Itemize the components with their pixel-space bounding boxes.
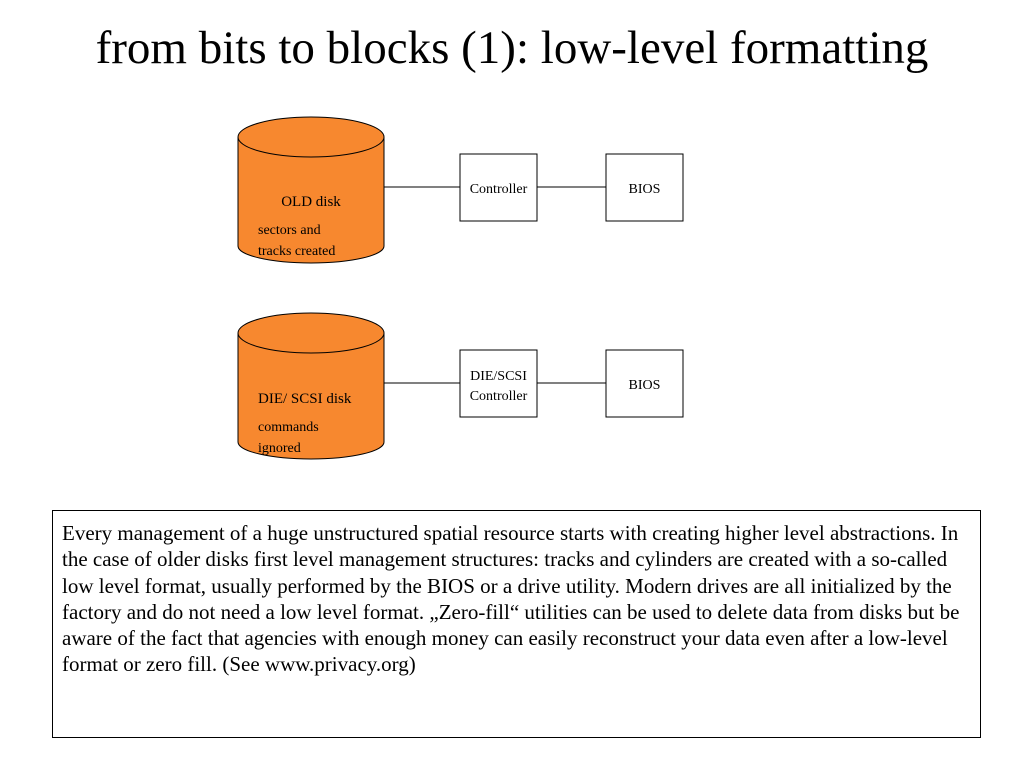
scsi-disk-row: DIE/ SCSI disk commands ignored DIE/SCSI… [237,312,684,460]
old-disk-cylinder: OLD disk sectors and tracks created [237,116,385,264]
slide-title: from bits to blocks (1): low-level forma… [95,22,929,74]
formatting-diagram: OLD disk sectors and tracks created Cont… [237,116,684,460]
old-disk-row: OLD disk sectors and tracks created Cont… [237,116,684,264]
scsi-disk-label: DIE/ SCSI disk [258,391,352,407]
scsi-disk-cylinder-top [237,312,385,354]
bios-label: BIOS [629,182,661,197]
scsi-disk-note-line2: ignored [258,441,301,456]
old-disk-note-line2: tracks created [258,244,335,259]
scsi-bios-box: BIOS [605,349,684,418]
old-disk-cylinder-top [237,116,385,158]
scsi-controller-box: DIE/SCSI Controller [459,349,538,418]
controller-box: Controller [459,153,538,222]
bios-box: BIOS [605,153,684,222]
old-disk-cylinder-body [237,137,385,264]
controller-label: Controller [470,182,528,197]
scsi-controller-label-line2: Controller [470,389,528,404]
scsi-bios-box-frame [605,349,684,418]
old-disk-label: OLD disk [281,194,341,210]
scsi-controller-box-frame [459,349,538,418]
scsi-bios-label: BIOS [629,378,661,393]
scsi-disk-cylinder: DIE/ SCSI disk commands ignored [237,312,385,460]
bios-box-frame [605,153,684,222]
old-disk-note-line1: sectors and [258,223,321,238]
scsi-disk-cylinder-body [237,333,385,460]
scsi-disk-note-line1: commands [258,420,319,435]
description-text-box: Every management of a huge unstructured … [52,510,981,738]
scsi-controller-label-line1: DIE/SCSI [470,369,527,384]
